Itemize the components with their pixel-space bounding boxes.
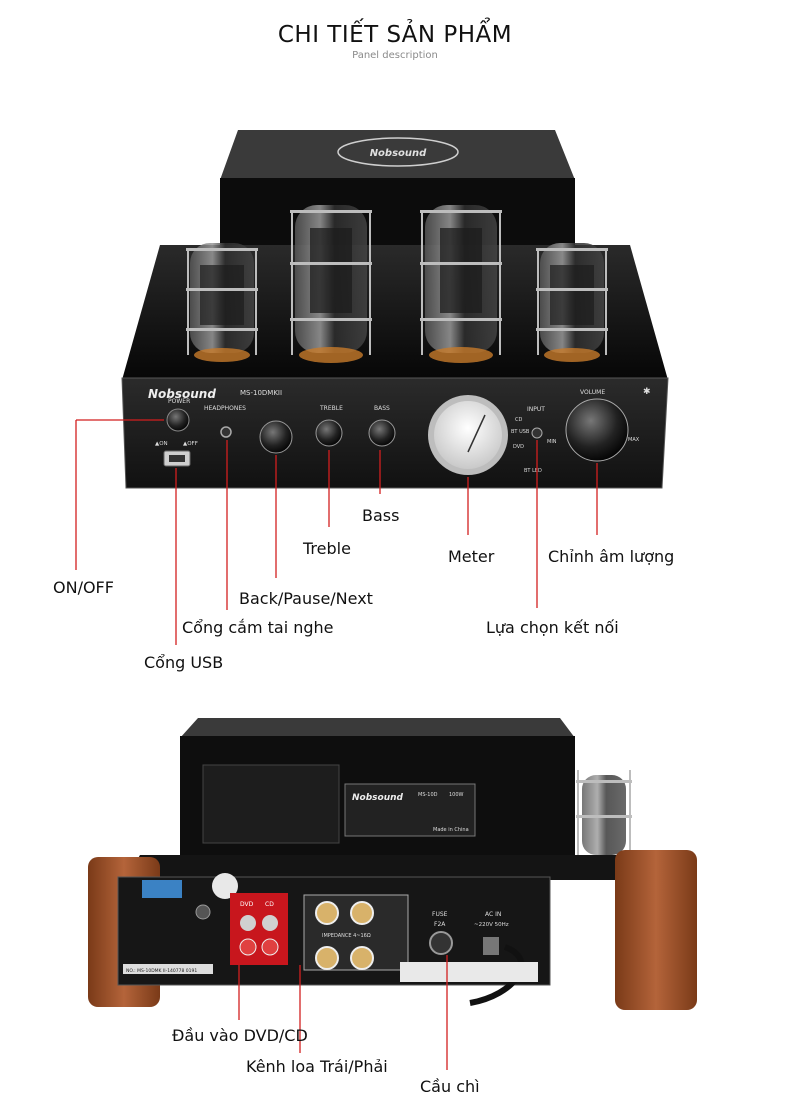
ac-in-label: AC IN — [485, 911, 501, 918]
callout-usb-port: Cổng USB — [144, 653, 224, 672]
rca-dvd-left[interactable] — [240, 915, 256, 931]
speaker-terminal-left-neg[interactable] — [350, 901, 374, 925]
wood-side-right — [615, 850, 697, 1010]
callout-back-pause-next: Back/Pause/Next — [239, 589, 373, 608]
speaker-terminal-right-neg[interactable] — [350, 946, 374, 970]
cd-text: CD — [515, 417, 522, 423]
input-text: INPUT — [527, 406, 545, 413]
impedance-label: IMPEDANCE 4~16Ω — [322, 933, 371, 939]
callout-bass: Bass — [362, 506, 400, 525]
rear-tube — [576, 770, 632, 858]
front-model-text: MS-10DMKII — [240, 389, 282, 397]
rca-dvd-label: DVD — [240, 901, 254, 908]
callout-headphone-jack: Cổng cắm tai nghe — [182, 618, 334, 637]
vent-grille — [202, 764, 340, 844]
rca-dvd-right[interactable] — [239, 938, 257, 956]
tube-left-outer — [186, 243, 258, 362]
power-switch[interactable] — [166, 408, 190, 432]
vu-meter — [434, 401, 502, 469]
treble-knob[interactable] — [315, 419, 343, 447]
warning-label — [400, 962, 538, 982]
dvd-text: DVD — [513, 444, 524, 450]
meter-needle — [467, 414, 486, 453]
bass-knob[interactable] — [368, 419, 396, 447]
tube-right-outer — [536, 243, 608, 362]
ground-post — [195, 904, 211, 920]
fuse-rating: F2A — [434, 921, 446, 928]
page-title: CHI TIẾT SẢN PHẨM — [277, 22, 513, 48]
fuse-holder[interactable] — [429, 931, 453, 955]
callout-on-off: ON/OFF — [53, 578, 114, 597]
callout-meter: Meter — [448, 547, 495, 566]
rear-transformer-top — [180, 718, 575, 738]
callout-input-select: Lựa chọn kết nối — [486, 618, 619, 637]
rear-made-in: Made in China — [433, 827, 469, 833]
rear-brand-logo: Nobsound — [352, 793, 404, 803]
speaker-terminal-right-pos[interactable] — [315, 946, 339, 970]
tube-socket-cap — [212, 873, 238, 899]
rca-cd-right[interactable] — [261, 938, 279, 956]
rear-power-rating: 100W — [449, 792, 464, 798]
rear-deck — [125, 855, 660, 880]
headphone-jack[interactable] — [220, 426, 232, 438]
ac-socket[interactable] — [483, 937, 499, 955]
tube-right-inner — [420, 205, 502, 363]
callout-fuse: Cầu chì — [420, 1077, 480, 1096]
bluetooth-icon: ✱ — [643, 387, 651, 397]
rca-cd-label: CD — [265, 901, 274, 908]
model-plate — [344, 783, 476, 837]
page-subtitle: Panel description — [352, 50, 438, 61]
callout-speaker-channels: Kênh loa Trái/Phải — [246, 1057, 388, 1076]
treble-text: TREBLE — [319, 405, 343, 412]
min-text: MIN — [547, 439, 557, 445]
tube-left-inner — [290, 205, 372, 363]
headphones-text: HEADPHONES — [204, 405, 246, 412]
serial-sticker — [123, 964, 213, 974]
input-selector[interactable] — [531, 427, 543, 439]
rca-input-panel — [230, 893, 288, 965]
bt-led-text: BT LED — [524, 468, 542, 474]
brand-sticker — [142, 880, 182, 898]
speaker-terminal-left-pos[interactable] — [315, 901, 339, 925]
back-callout-lines — [238, 955, 448, 1070]
rca-cd-left[interactable] — [262, 915, 278, 931]
top-deck — [122, 245, 668, 380]
front-callout-lines — [75, 419, 598, 645]
callout-volume: Chỉnh âm lượng — [548, 547, 675, 566]
power-text: POWER — [168, 398, 190, 405]
callout-dvd-cd-input: Đầu vào DVD/CD — [172, 1026, 308, 1045]
rear-model-plate: MS-10D — [418, 792, 438, 798]
callout-treble: Treble — [303, 539, 351, 558]
ac-voltage-label: ~220V 50Hz — [474, 922, 509, 928]
volume-text: VOLUME — [580, 389, 605, 396]
transformer-brand-logo: Nobsound — [370, 148, 427, 159]
serial-number: NO.: MS-10DMK II-140778 0191 — [126, 968, 197, 974]
on-text: ▲ON — [155, 441, 168, 447]
front-brand-logo: Nobsound — [148, 387, 216, 401]
bt-usb-text: BT USB — [511, 429, 530, 435]
fuse-label: FUSE — [432, 911, 448, 918]
usb-port-slot — [169, 455, 185, 462]
playback-knob[interactable] — [259, 420, 293, 454]
bass-text: BASS — [374, 405, 390, 412]
volume-knob[interactable] — [565, 398, 629, 462]
max-text: MAX — [628, 437, 640, 443]
off-text: ▲OFF — [183, 441, 198, 447]
vacuum-tubes — [186, 205, 608, 363]
